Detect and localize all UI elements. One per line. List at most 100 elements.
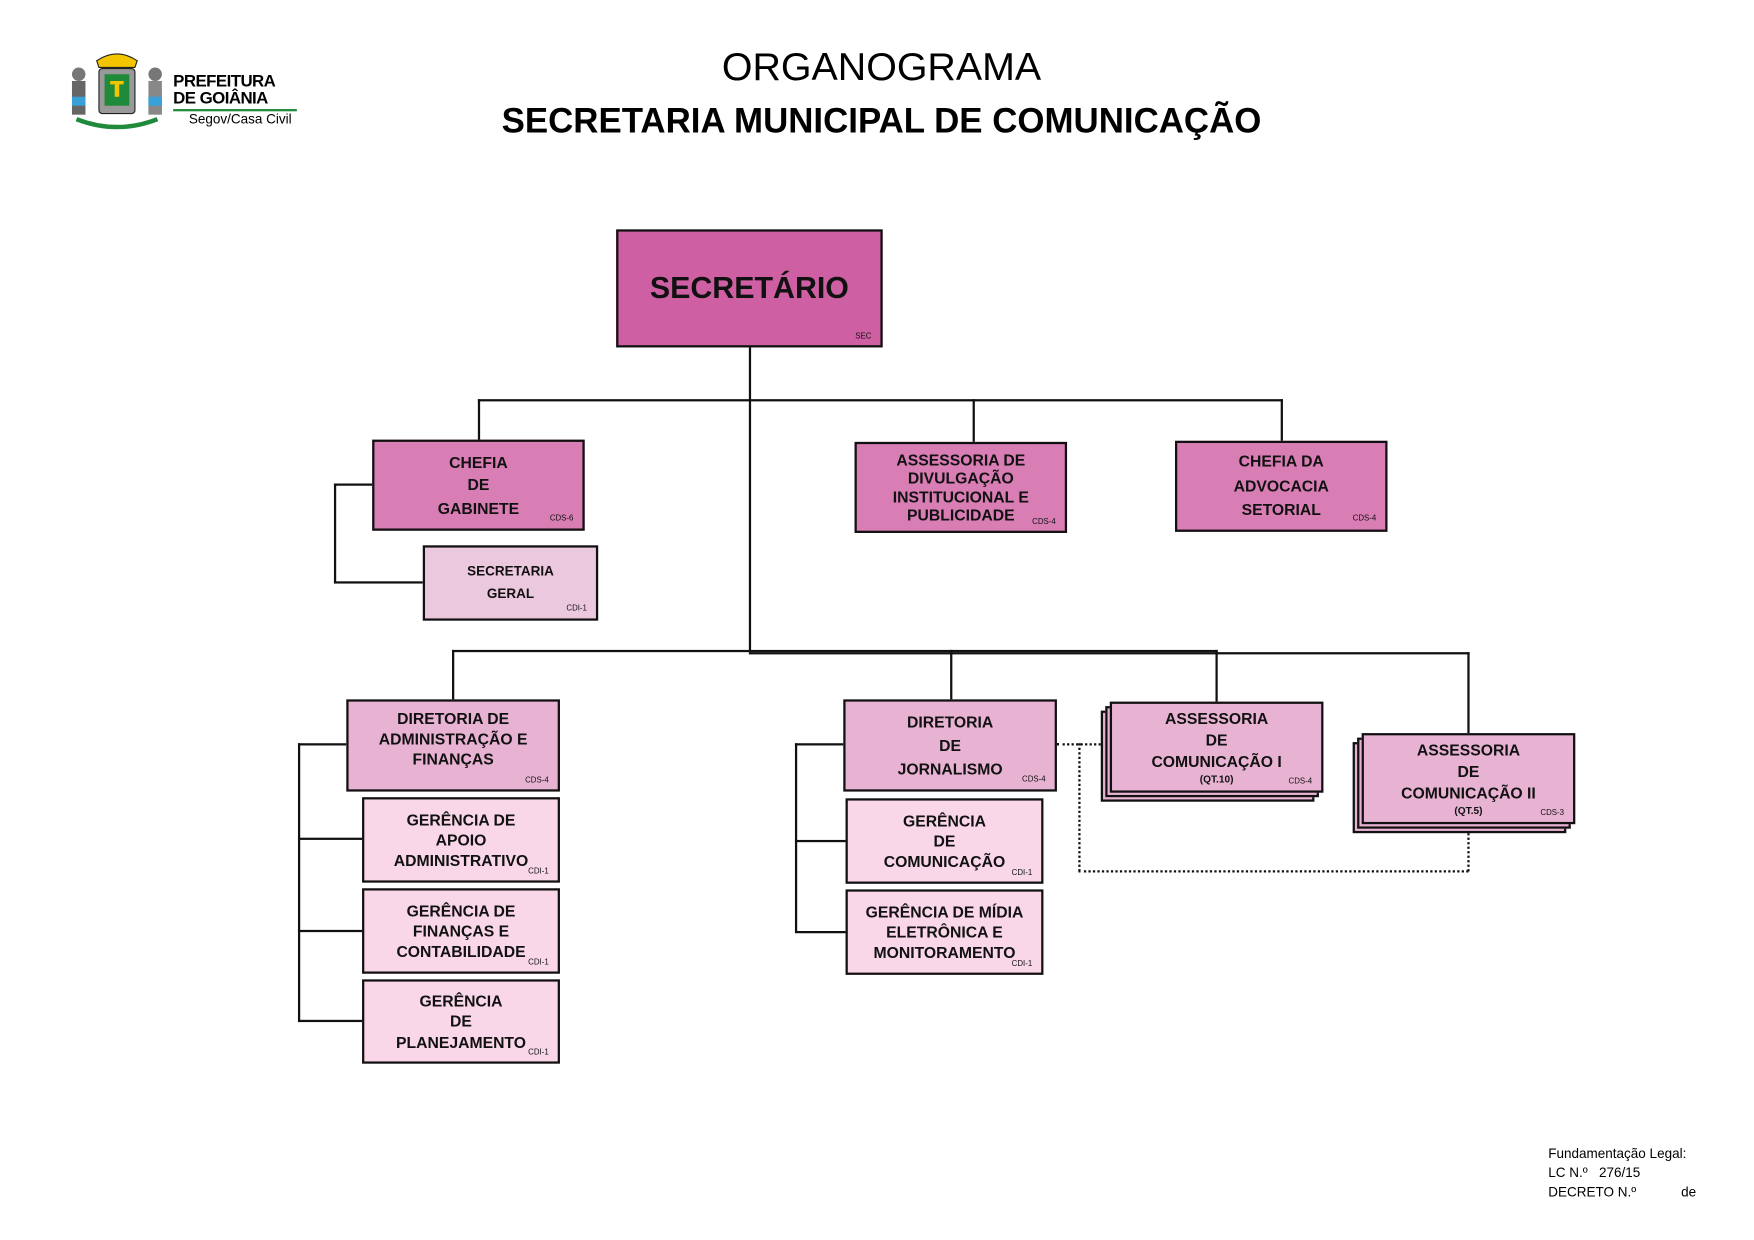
- node-gerencia-planejamento[interactable]: GERÊNCIA DE PLANEJAMENTO CDI-1: [362, 979, 560, 1064]
- connector-line: [297, 1019, 363, 1023]
- coat-of-arms-icon: [71, 53, 162, 130]
- logo-line3: Segov/Casa Civil: [188, 111, 292, 128]
- node-quantity: (QT.10): [1199, 773, 1234, 785]
- node-label: DE: [933, 831, 956, 850]
- node-code: CDI-1: [566, 604, 587, 613]
- node-label: COMUNICAÇÃO: [883, 852, 1006, 871]
- node-assessoria-comunicacao-2[interactable]: ASSESSORIA DE COMUNICAÇÃO II (QT.5) CDS-…: [1361, 733, 1576, 825]
- node-label: CHEFIA: [449, 453, 508, 472]
- node-gerencia-comunicacao[interactable]: GERÊNCIA DE COMUNICAÇÃO CDI-1: [845, 798, 1044, 884]
- connector-line: [333, 483, 337, 584]
- lc-label: LC N.º: [1548, 1164, 1588, 1181]
- connector-line: [794, 931, 846, 934]
- node-code: CDI-1: [1011, 869, 1033, 877]
- connector-line: [794, 839, 846, 843]
- node-quantity: (QT.5): [1454, 804, 1483, 817]
- connector-line: [748, 347, 752, 653]
- node-label: ADMINISTRAÇÃO E: [378, 729, 528, 748]
- node-code: CDS-4: [1288, 777, 1313, 786]
- connector-line: [477, 399, 481, 440]
- node-label: DIVULGAÇÃO: [907, 469, 1014, 488]
- node-label: DIRETORIA DE: [397, 709, 510, 728]
- connector-line: [297, 743, 347, 746]
- node-code: SEC: [855, 332, 872, 341]
- node-label: GABINETE: [437, 498, 520, 517]
- node-code: CDS-6: [549, 514, 574, 523]
- node-gerencia-financas[interactable]: GERÊNCIA DE FINANÇAS E CONTABILIDADE CDI…: [362, 888, 560, 974]
- node-label: PUBLICIDADE: [907, 505, 1015, 524]
- node-code: CDI-1: [528, 1048, 549, 1057]
- dotted-connector: [1467, 824, 1470, 872]
- decreto-label: DECRETO N.º: [1548, 1183, 1637, 1200]
- node-code: CDS-4: [525, 776, 549, 785]
- node-code: CDI-1: [1011, 960, 1033, 969]
- connector-line: [297, 743, 301, 1023]
- node-gerencia-apoio[interactable]: GERÊNCIA DE APOIO ADMINISTRATIVO CDI-1: [362, 797, 560, 883]
- logo-line1: PREFEITURA: [173, 71, 276, 92]
- connector-line: [1280, 399, 1283, 441]
- node-gerencia-midia[interactable]: GERÊNCIA DE MÍDIA ELETRÔNICA E MONITORAM…: [845, 889, 1044, 975]
- node-code: CDS-4: [1022, 775, 1046, 784]
- page-subtitle: SECRETARIA MUNICIPAL DE COMUNICAÇÃO: [501, 101, 1262, 141]
- dotted-connector: [1056, 743, 1106, 746]
- node-label: ASSESSORIA: [1164, 709, 1269, 728]
- legal-basis-title: Fundamentação Legal:: [1548, 1145, 1687, 1162]
- node-label: INSTITUCIONAL E: [892, 487, 1029, 506]
- node-secretaria-geral[interactable]: SECRETARIA GERAL CDI-1: [422, 545, 599, 621]
- node-diretoria-jornalismo[interactable]: DIRETORIA DE JORNALISMO CDS-4: [843, 699, 1057, 792]
- node-label: SECRETARIA: [467, 563, 554, 580]
- node-chefia-gabinete[interactable]: CHEFIA DE GABINETE CDS-6: [372, 439, 585, 531]
- lc-value: 276/15: [1598, 1164, 1641, 1181]
- connector-line: [477, 399, 1283, 402]
- node-label: CHEFIA DA: [1238, 451, 1324, 470]
- node-label: ASSESSORIA DE: [896, 451, 1026, 470]
- node-label: FINANÇAS: [412, 750, 494, 769]
- connector-line: [972, 399, 975, 442]
- node-label: DE: [1205, 730, 1228, 749]
- node-code: CDS-4: [1352, 515, 1377, 524]
- connector-line: [452, 649, 455, 700]
- logo-line2: DE GOIÂNIA: [173, 88, 268, 108]
- node-label: APOIO: [435, 830, 487, 849]
- node-code: CDS-3: [1540, 809, 1565, 817]
- node-label: GERÊNCIA: [902, 811, 987, 830]
- connector-line: [297, 837, 363, 840]
- node-label: FINANÇAS E: [412, 921, 510, 940]
- node-label: DE: [467, 476, 490, 494]
- node-label: PLANEJAMENTO: [395, 1032, 527, 1051]
- node-code: CDI-1: [528, 867, 549, 876]
- node-label: ADMINISTRATIVO: [393, 851, 529, 870]
- node-label: CONTABILIDADE: [396, 942, 526, 961]
- legal-basis: Fundamentação Legal: LC N.º 276/15 DECRE…: [1548, 1145, 1696, 1202]
- dotted-connector: [1078, 743, 1081, 872]
- node-label: SECRETÁRIO: [649, 270, 849, 305]
- node-diretoria-administracao[interactable]: DIRETORIA DE ADMINISTRAÇÃO E FINANÇAS CD…: [346, 699, 560, 792]
- connector-line: [748, 652, 1470, 655]
- page-title: ORGANOGRAMA: [721, 44, 1042, 89]
- node-label: JORNALISMO: [897, 759, 1003, 778]
- connector-line: [333, 581, 423, 584]
- connector-line: [333, 483, 373, 486]
- node-label: MONITORAMENTO: [873, 943, 1016, 962]
- node-assessoria-divulgacao[interactable]: ASSESSORIA DE DIVULGAÇÃO INSTITUCIONAL E…: [854, 441, 1068, 533]
- dotted-connector: [1078, 870, 1469, 873]
- logo: PREFEITURA DE GOIÂNIA Segov/Casa Civil: [65, 49, 301, 134]
- node-label: ASSESSORIA: [1416, 741, 1521, 760]
- node-label: ELETRÔNICA E: [886, 923, 1003, 942]
- node-code: CDS-4: [1032, 518, 1056, 527]
- node-assessoria-comunicacao-1[interactable]: ASSESSORIA DE COMUNICAÇÃO I (QT.10) CDS-…: [1109, 701, 1324, 793]
- node-label: GERÊNCIA: [419, 991, 503, 1010]
- node-label: SETORIAL: [1241, 500, 1321, 519]
- connector-line: [950, 649, 953, 700]
- decreto-suffix: de: [1681, 1183, 1697, 1200]
- node-label: DE: [450, 1012, 472, 1031]
- connector-line: [794, 743, 844, 746]
- node-label: ADVOCACIA: [1233, 476, 1329, 495]
- node-secretario[interactable]: SECRETÁRIO SEC: [616, 229, 883, 348]
- logo-divider: [173, 109, 297, 112]
- node-label: GERAL: [486, 585, 535, 601]
- node-code: CDI-1: [528, 959, 549, 967]
- node-label: GERÊNCIA DE: [406, 901, 516, 920]
- node-chefia-advocacia[interactable]: CHEFIA DA ADVOCACIA SETORIAL CDS-4: [1174, 440, 1388, 532]
